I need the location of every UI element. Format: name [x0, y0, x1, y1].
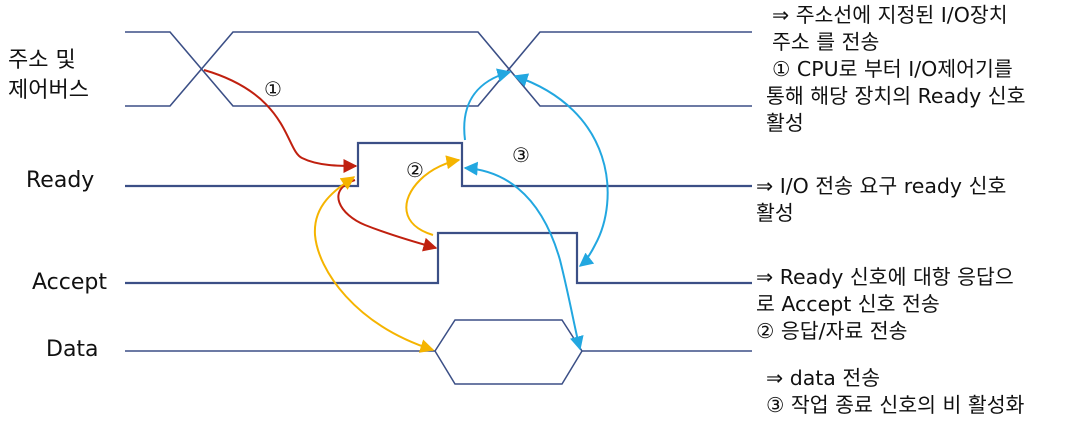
- accept-label: Accept: [32, 270, 107, 295]
- bus-waveform: [125, 31, 752, 107]
- bus-note-line-5: 활성: [766, 111, 804, 135]
- bus-label-line-2: 제어버스: [8, 78, 89, 103]
- marker-two: ②: [406, 158, 424, 182]
- data-note: ⇒ data 전송 ③ 작업 종료 신호의 비 활성화: [766, 365, 1024, 419]
- bus-note: ⇒ 주소선에 지정된 I/O장치 주소 를 전송 ① CPU로 부터 I/O제어…: [766, 2, 1025, 137]
- ready-note-line-2: 활성: [756, 201, 794, 225]
- marker-three: ③: [512, 143, 530, 167]
- ready-note-line-1: ⇒ I/O 전송 요구 ready 신호: [756, 174, 1007, 198]
- bus-note-line-4: 통해 해당 장치의 Ready 신호: [766, 84, 1026, 108]
- accept-note: ⇒ Ready 신호에 대항 응답으 로 Accept 신호 전송 ② 응답/자…: [756, 264, 1014, 345]
- bus-label-line-1: 주소 및: [8, 48, 76, 73]
- data-waveform: [125, 319, 752, 385]
- data-label: Data: [46, 337, 99, 362]
- data-note-line-2: ③ 작업 종료 신호의 비 활성화: [766, 393, 1025, 417]
- bus-note-line-3: ① CPU로 부터 I/O제어기를: [772, 57, 1013, 81]
- data-note-line-1: ⇒ data 전송: [766, 366, 881, 390]
- marker-one: ①: [264, 77, 282, 101]
- step3-arrows: [463, 68, 609, 351]
- step1-arrows: [203, 69, 438, 252]
- ready-note: ⇒ I/O 전송 요구 ready 신호 활성: [756, 173, 1006, 227]
- ready-label: Ready: [26, 168, 95, 193]
- accept-waveform: [125, 231, 752, 285]
- bus-label: 주소 및 제어버스: [8, 46, 89, 106]
- bus-note-line-2: 주소 를 전송: [772, 30, 880, 54]
- accept-note-line-1: ⇒ Ready 신호에 대항 응답으: [756, 265, 1014, 289]
- step2-arrows: [313, 155, 461, 353]
- bus-note-line-1: ⇒ 주소선에 지정된 I/O장치: [772, 3, 1008, 27]
- ready-waveform: [125, 141, 752, 188]
- accept-note-line-3: ② 응답/자료 전송: [756, 319, 908, 343]
- accept-note-line-2: 로 Accept 신호 전송: [756, 292, 940, 316]
